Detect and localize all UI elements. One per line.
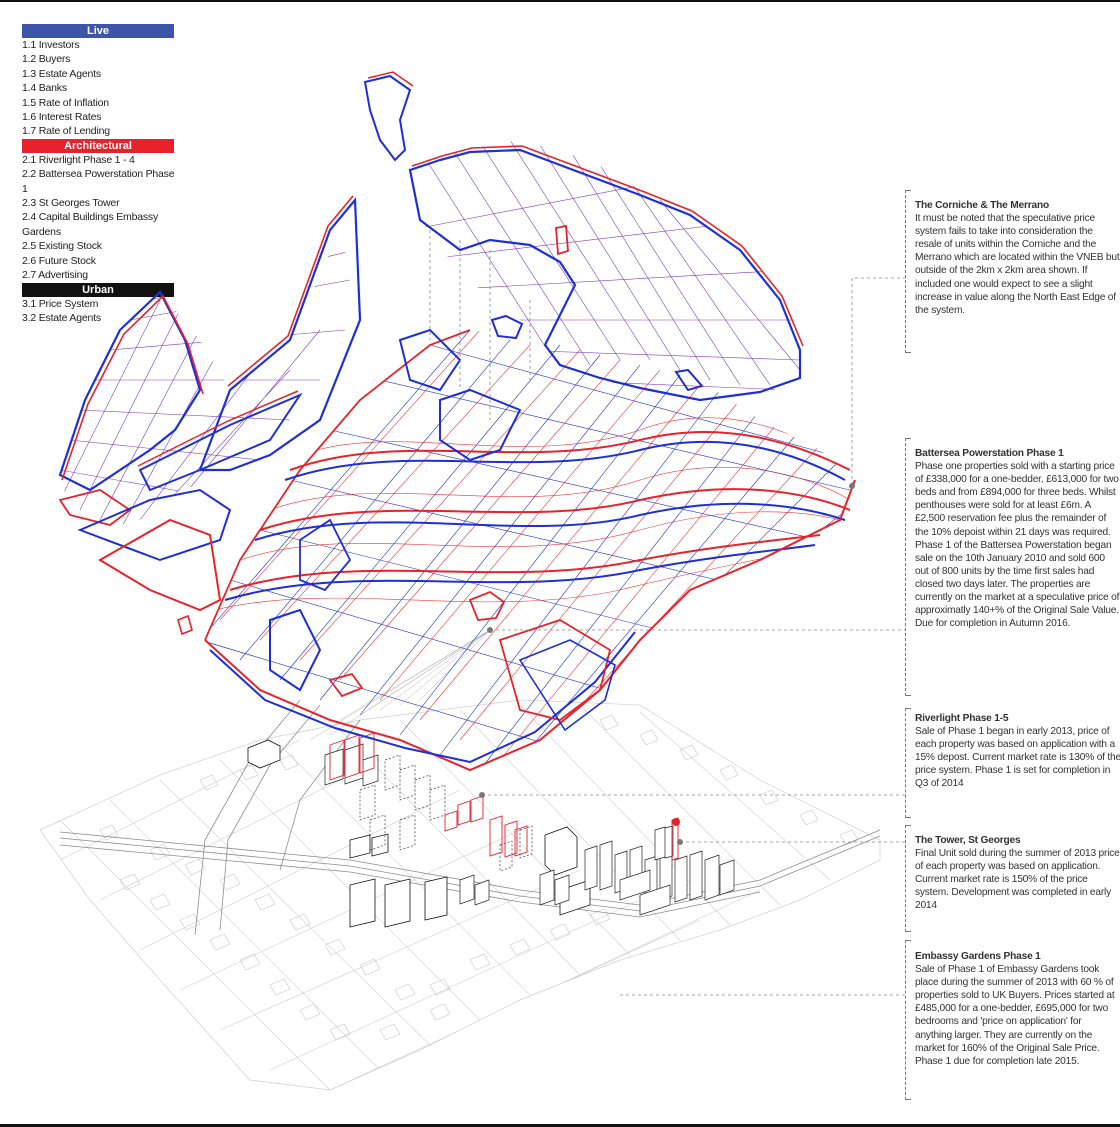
note-riverlight: Riverlight Phase 1-5 Sale of Phase 1 beg… — [905, 712, 1120, 791]
note-body: Phase one properties sold with a startin… — [915, 461, 1120, 630]
building-blocks — [247, 732, 735, 928]
legend-item: 1.4 Banks — [22, 82, 67, 95]
st-georges-tower-marker — [672, 818, 680, 826]
note-bracket — [905, 940, 912, 1100]
legend-item: 1.7 Rate of Lending — [22, 125, 110, 138]
legend-header-live: Live — [22, 24, 174, 38]
legend-item: 2.7 Advertising — [22, 269, 88, 282]
note-bracket — [905, 708, 912, 818]
leader-dot — [487, 627, 493, 633]
legend-item: 2.5 Existing Stock — [22, 240, 102, 253]
legend-item: 2.1 Riverlight Phase 1 - 4 — [22, 153, 135, 166]
leader-dot — [479, 792, 485, 798]
note-body: Sale of Phase 1 of Embassy Gardens took … — [915, 964, 1115, 1067]
top-border — [0, 0, 1120, 2]
legend-item: 2.4 Capital Buildings Embassy Gardens — [22, 211, 159, 238]
note-title: The Tower, St Georges — [915, 835, 1021, 846]
price-surface-left — [58, 195, 362, 636]
legend-item: 1.5 Rate of Inflation — [22, 96, 109, 109]
legend-list-live: 1.1 Investors 1.2 Buyers 1.3 Estate Agen… — [22, 38, 182, 139]
leader-dot — [677, 839, 683, 845]
legend-item: 2.2 Battersea Powerstation Phase 1 — [22, 168, 175, 195]
note-embassy-gardens: Embassy Gardens Phase 1 Sale of Phase 1 … — [905, 950, 1120, 1068]
legend-header-architectural: Architectural — [22, 138, 174, 153]
legend-item: 1.2 Buyers — [22, 53, 71, 66]
city-base — [39, 629, 881, 1091]
price-surface-upper — [363, 71, 804, 402]
annotation-leaders — [429, 230, 905, 996]
legend-item: 2.3 St Georges Tower — [22, 197, 120, 210]
legend-header-urban: Urban — [22, 282, 174, 297]
note-body: Final Unit sold during the summer of 201… — [915, 848, 1120, 912]
note-battersea-powerstation: Battersea Powerstation Phase 1 Phase one… — [905, 447, 1120, 630]
note-title: The Corniche & The Merrano — [915, 200, 1050, 211]
bottom-border — [0, 1124, 1120, 1127]
note-title: Battersea Powerstation Phase 1 — [915, 448, 1064, 459]
note-body: Sale of Phase 1 began in early 2013, pri… — [915, 726, 1120, 790]
leader-dot — [849, 483, 855, 489]
legend-item: 3.2 Estate Agents — [22, 311, 101, 324]
legend-list-urban: 3.1 Price System 3.2 Estate Agents — [22, 297, 182, 326]
note-title: Riverlight Phase 1-5 — [915, 713, 1009, 724]
price-surface-main — [204, 328, 856, 772]
note-bracket — [905, 190, 912, 353]
legend-item: 3.1 Price System — [22, 297, 99, 310]
legend: Live 1.1 Investors 1.2 Buyers 1.3 Estate… — [22, 24, 182, 325]
legend-list-architectural: 2.1 Riverlight Phase 1 - 4 2.2 Battersea… — [22, 153, 182, 283]
legend-item: 1.6 Interest Rates — [22, 111, 102, 124]
note-corniche-merrano: The Corniche & The Merrano It must be no… — [905, 199, 1120, 317]
legend-item: 1.1 Investors — [22, 39, 80, 51]
note-bracket — [905, 825, 912, 932]
note-title: Embassy Gardens Phase 1 — [915, 951, 1041, 962]
note-body: It must be noted that the speculative pr… — [915, 213, 1120, 316]
legend-item: 1.3 Estate Agents — [22, 67, 101, 80]
legend-item: 2.6 Future Stock — [22, 254, 96, 267]
note-bracket — [905, 438, 912, 696]
note-st-georges-tower: The Tower, St Georges Final Unit sold du… — [905, 834, 1120, 913]
